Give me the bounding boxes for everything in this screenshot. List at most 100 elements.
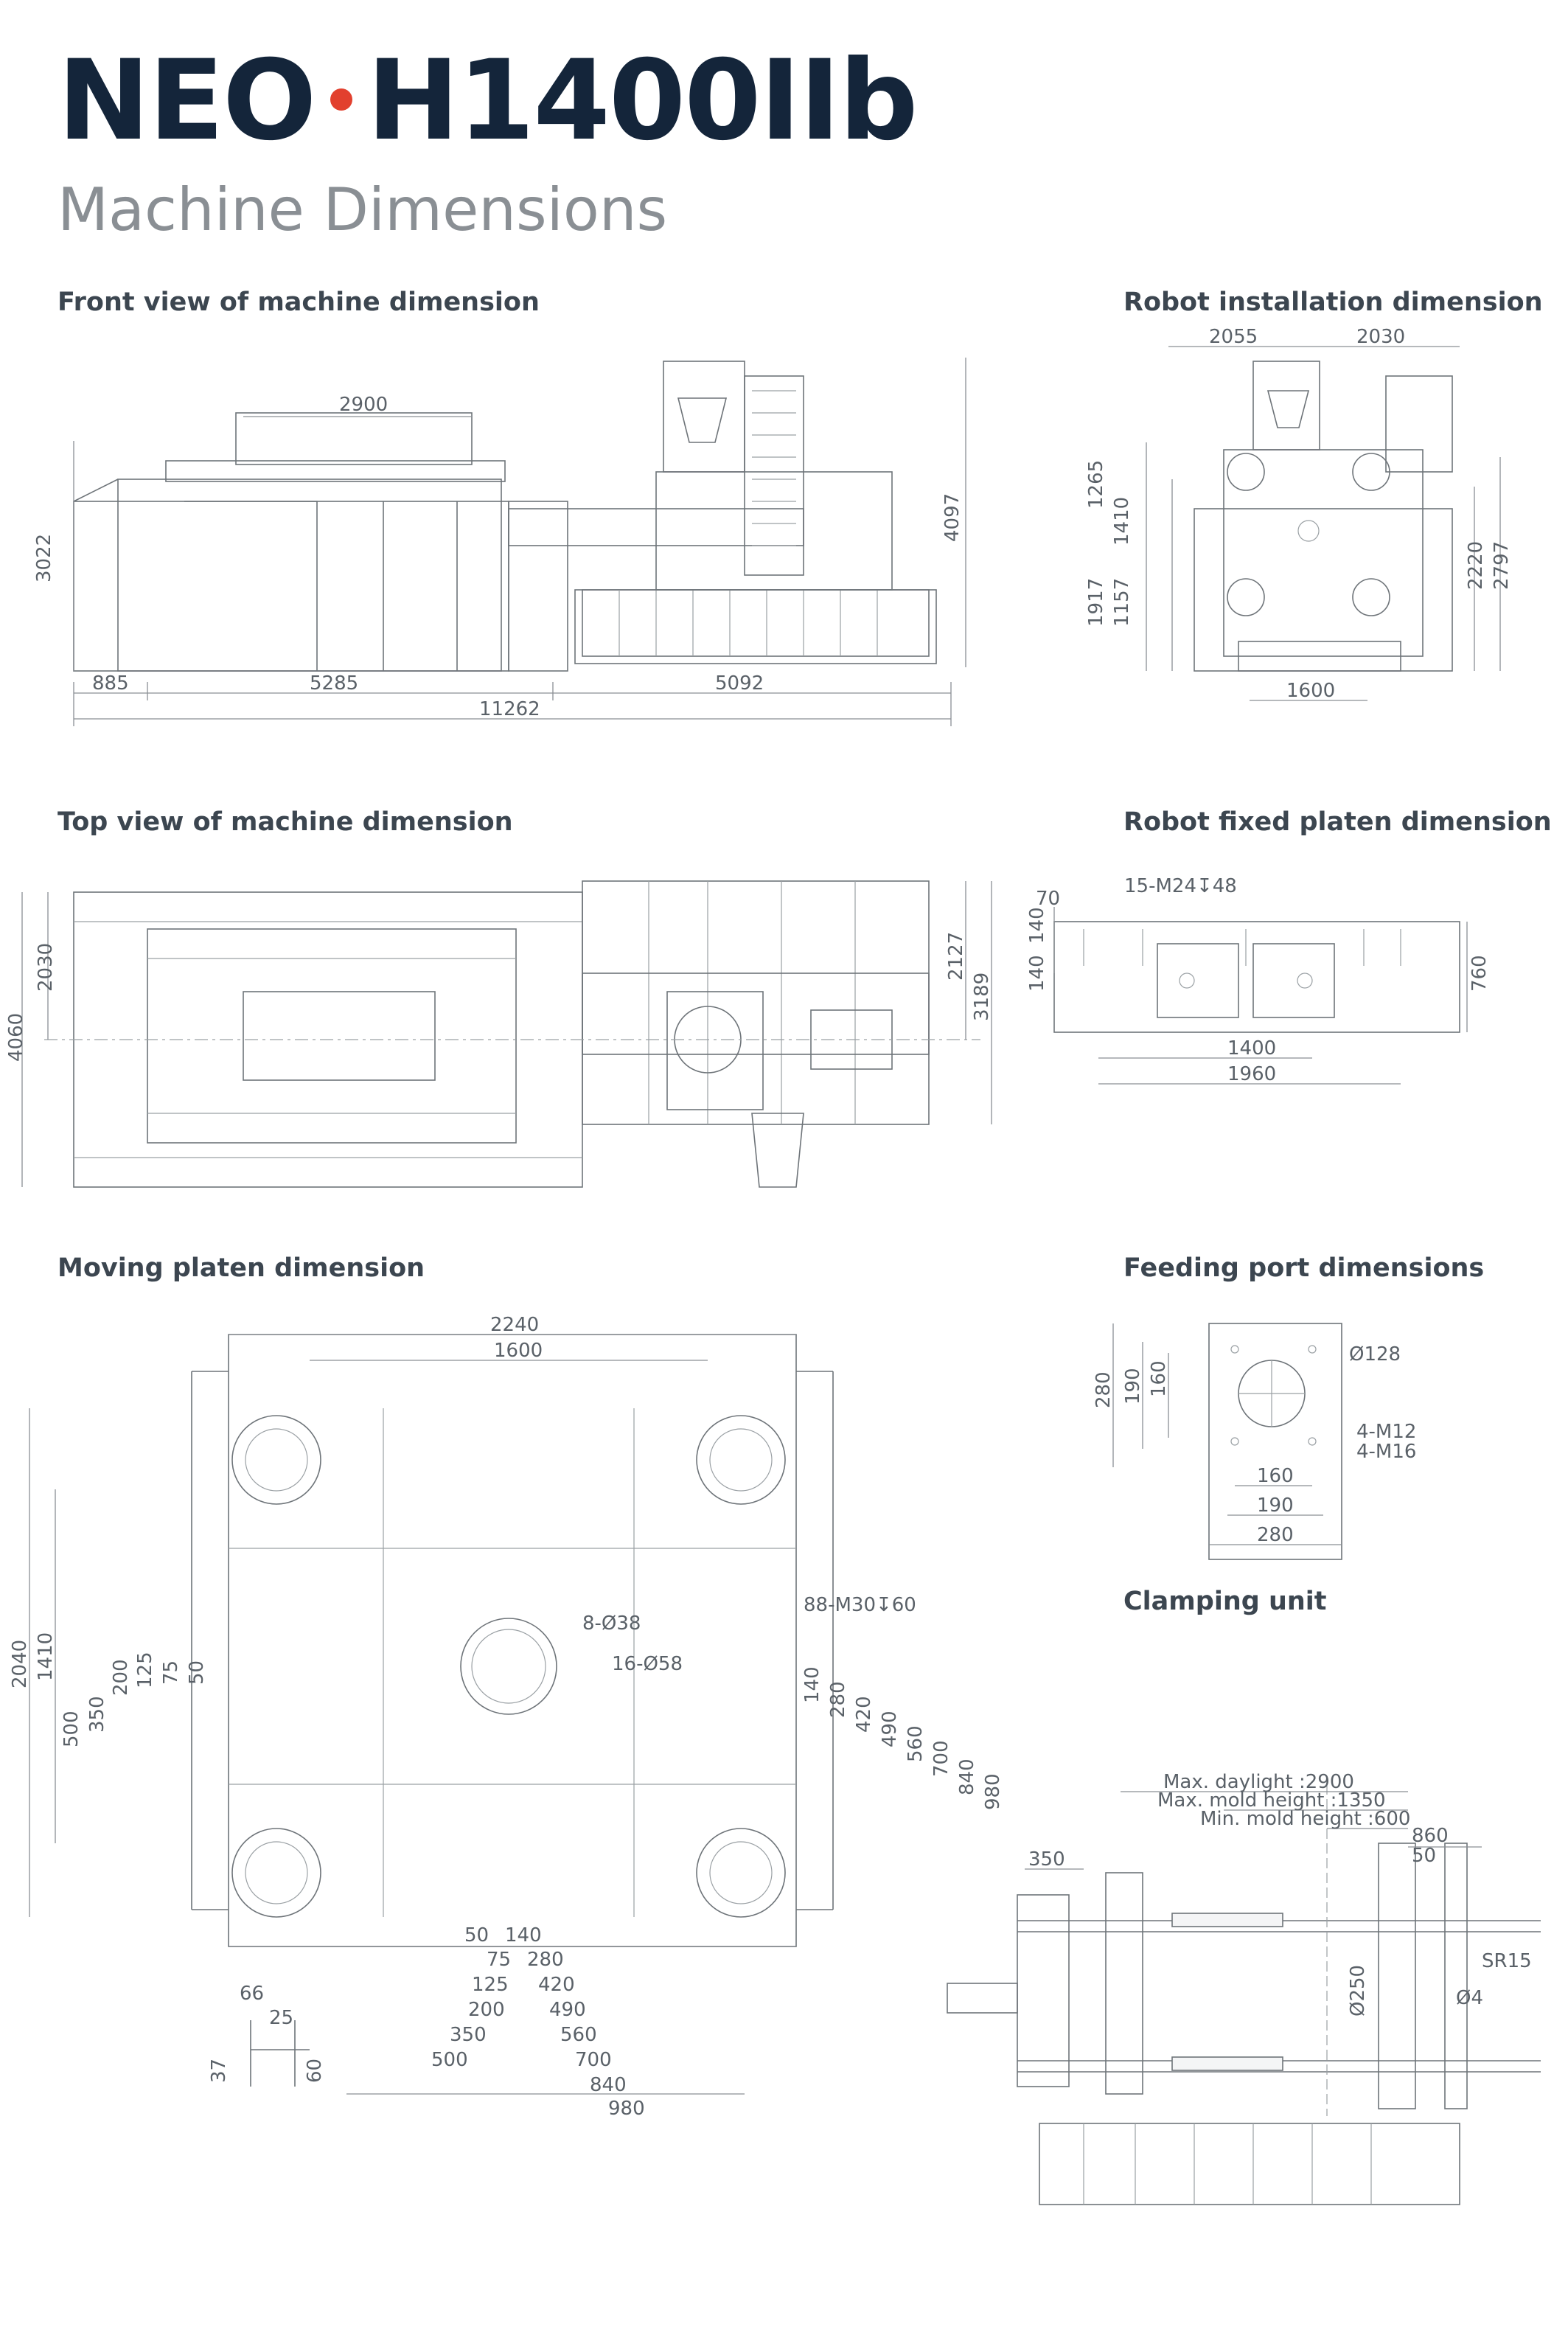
dim-4060: 4060: [5, 1013, 27, 1062]
dim-140b: 140: [1026, 955, 1048, 992]
dim-2900: 2900: [339, 394, 388, 416]
dim-190v: 190: [1122, 1368, 1144, 1405]
dim-dia4: Ø4: [1456, 1987, 1483, 2009]
dim-b75: 75: [487, 1949, 511, 1971]
dim-11262: 11262: [479, 698, 540, 720]
robot-install-machine: [1194, 361, 1453, 672]
dim-1410: 1410: [1111, 497, 1133, 546]
dim-dia128: Ø128: [1349, 1343, 1401, 1365]
top-view-title: Top view of machine dimension: [58, 807, 513, 837]
dim-r280: 280: [827, 1681, 849, 1718]
dim-140a: 140: [1026, 907, 1048, 944]
feeding-port-body: [1208, 1323, 1342, 1560]
dim-r700: 700: [930, 1740, 952, 1777]
clamping-unit-dimensions: Max. daylight :2900 Max. mold height :13…: [1025, 1771, 1532, 2017]
dim-280v: 280: [1093, 1371, 1115, 1408]
dim-r980: 980: [982, 1773, 1004, 1810]
dim-3022: 3022: [33, 534, 55, 582]
dim-1600: 1600: [1286, 680, 1335, 702]
dim-l500: 500: [60, 1711, 83, 1747]
dim-b140: 140: [505, 1924, 542, 1946]
dim-b560: 560: [560, 2024, 597, 2046]
dim-5285: 5285: [310, 672, 358, 695]
dim-b125: 125: [472, 1974, 509, 1996]
dim-1265: 1265: [1085, 460, 1107, 509]
moving-platen-body: [191, 1334, 834, 1947]
dim-l75: 75: [160, 1660, 182, 1685]
dim-l125: 125: [134, 1652, 156, 1688]
dim-b980: 980: [608, 2098, 645, 2120]
dim-160h: 160: [1257, 1465, 1294, 1487]
moving-platen-title: Moving platen dimension: [58, 1253, 425, 1283]
dim-160v: 160: [1148, 1360, 1170, 1397]
brand-dot-icon: [330, 88, 352, 111]
dim-2030-top: 2030: [35, 943, 57, 992]
dim-1917: 1917: [1085, 578, 1107, 627]
dim-b50: 50: [464, 1924, 489, 1946]
front-view-machine: [73, 361, 937, 672]
dim-50-clamp: 50: [1412, 1845, 1436, 1867]
dim-280h: 280: [1257, 1524, 1294, 1546]
dim-s25: 25: [269, 2007, 293, 2029]
dim-2040: 2040: [9, 1640, 31, 1688]
note-max-daylight: Max. daylight :2900: [1163, 1771, 1354, 1793]
dim-b700: 700: [575, 2049, 612, 2071]
dim-l350: 350: [86, 1696, 108, 1733]
dim-1400: 1400: [1227, 1037, 1276, 1060]
dim-b200: 200: [468, 1999, 505, 2021]
dim-760: 760: [1468, 955, 1491, 992]
model-name: H1400IIb: [366, 37, 919, 165]
dim-2240: 2240: [490, 1314, 539, 1336]
dim-r840: 840: [956, 1758, 978, 1795]
dim-s66: 66: [240, 1983, 264, 2005]
front-view-dimensions: 2900 3022 4097 885 5285 5092 11262: [33, 358, 966, 726]
dim-s37: 37: [208, 2059, 230, 2083]
dim-r490: 490: [879, 1711, 901, 1747]
note-8-dia38: 8-Ø38: [582, 1612, 641, 1635]
dim-r560: 560: [905, 1725, 927, 1762]
dim-2055: 2055: [1209, 326, 1258, 348]
dim-r140: 140: [801, 1666, 823, 1703]
clamping-unit-body: [947, 1784, 1541, 2205]
dim-5092: 5092: [715, 672, 764, 695]
note-16-dia58: 16-Ø58: [612, 1653, 683, 1675]
dim-2797: 2797: [1491, 541, 1513, 590]
top-view-dimensions: 2030 4060 2127 3189: [5, 881, 993, 1187]
dim-2127: 2127: [945, 932, 967, 981]
robot-install-title: Robot installation dimension: [1123, 288, 1543, 317]
note-88-m30: 88-M30↧60: [804, 1594, 916, 1616]
dim-1410-moving: 1410: [35, 1632, 57, 1681]
brand-name: NEO: [58, 37, 317, 165]
top-view-machine: [44, 880, 980, 1188]
dim-350-clamp: 350: [1028, 1848, 1065, 1871]
moving-platen-dimensions: 2240 1600 2040 1410 88-M30↧60 8-Ø38 16-Ø…: [9, 1314, 1004, 2120]
robot-fixed-title: Robot fixed platen dimension: [1123, 807, 1552, 837]
robot-install-dimensions: 2055 2030 1265 1410 1917 1157 2220 2797 …: [1085, 326, 1513, 702]
note-4-m16: 4-M16: [1356, 1441, 1416, 1463]
slot-detail: 66 25 37 60: [208, 1983, 326, 2087]
dim-s60: 60: [304, 2059, 326, 2083]
dim-4097: 4097: [941, 493, 964, 542]
dim-3189: 3189: [971, 973, 993, 1021]
dim-b280: 280: [527, 1949, 564, 1971]
dim-860: 860: [1412, 1825, 1449, 1847]
front-view-title: Front view of machine dimension: [58, 288, 540, 317]
dim-1157: 1157: [1111, 578, 1133, 627]
dim-2220: 2220: [1465, 541, 1487, 590]
robot-fixed-dimensions: 15-M24↧48 70 140 140 760 1400 1960: [1026, 875, 1491, 1085]
dim-l50: 50: [186, 1660, 208, 1685]
dim-l200: 200: [110, 1659, 132, 1696]
page-subtitle: Machine Dimensions: [58, 175, 668, 244]
note-min-mold-height: Min. mold height :600: [1200, 1808, 1410, 1830]
note-15-m24: 15-M24↧48: [1124, 875, 1237, 897]
robot-fixed-platen: [1053, 921, 1460, 1033]
dim-190h: 190: [1257, 1495, 1294, 1517]
dim-70: 70: [1036, 888, 1060, 910]
